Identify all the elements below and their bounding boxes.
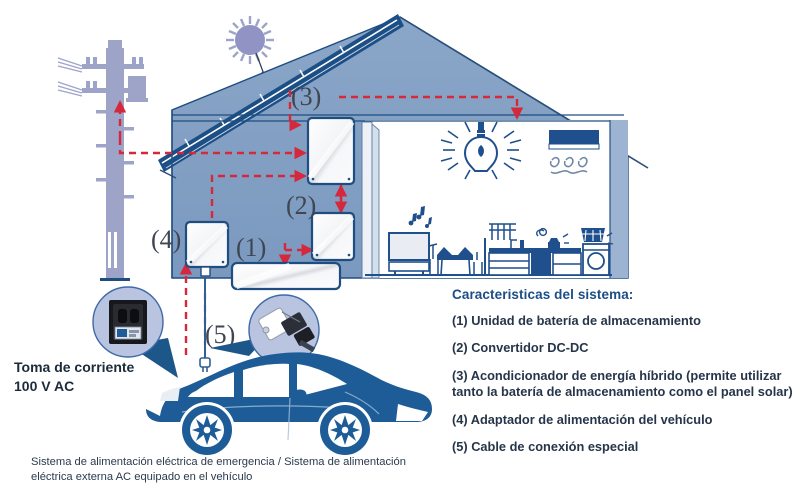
outlet-label: Toma de corriente 100 V AC [14, 358, 174, 395]
device-storage-battery[interactable] [230, 261, 342, 291]
special-connector-icon [258, 307, 316, 353]
electric-car-icon [146, 352, 432, 458]
bottom-caption: Sistema de alimentación eléctrica de eme… [31, 456, 406, 483]
callout-1: (1) [236, 233, 266, 262]
washing-machine-icon [581, 228, 614, 276]
power-flow-arrows [113, 90, 524, 355]
outlet-inset [92, 286, 178, 378]
outlet-label-line1: Toma de corriente [14, 359, 135, 375]
air-conditioner-icon [548, 130, 600, 174]
music-note-icon [408, 206, 432, 228]
callout-3: (3) [291, 82, 321, 111]
feature-item-4: (4) Adaptador de alimentación del vehícu… [452, 411, 713, 427]
car-wheel-front [317, 402, 373, 458]
device-hybrid-conditioner[interactable] [306, 116, 356, 186]
sun-icon [226, 16, 274, 80]
feature-item-3: (3) Acondicionador de energía híbrido (p… [452, 367, 793, 400]
callout-4: (4) [151, 225, 181, 254]
dining-table-icon [428, 243, 483, 276]
feature-item-2: (2) Convertidor DC-DC [452, 340, 589, 356]
light-bulb-icon [440, 121, 522, 180]
device-vehicle-adapter[interactable] [184, 220, 230, 372]
kitchen-counter-icon [484, 223, 582, 276]
features-heading: Caracteristicas del sistema: [452, 287, 634, 302]
feature-item-1: (1) Unidad de batería de almacenamiento [452, 313, 701, 328]
utility-pole-icon [57, 40, 148, 281]
television-icon [388, 206, 432, 275]
power-outlet-icon [109, 300, 147, 344]
outlet-label-line2: 100 V AC [14, 377, 75, 394]
connector-inset [210, 294, 320, 366]
car-wheel-rear [179, 402, 235, 458]
device-dcdc-converter[interactable] [310, 211, 356, 262]
callout-2: (2) [286, 191, 316, 220]
feature-item-5: (5) Cable de conexión especial [452, 438, 639, 454]
features-list: (1) Unidad de batería de almacenamiento … [452, 313, 796, 466]
